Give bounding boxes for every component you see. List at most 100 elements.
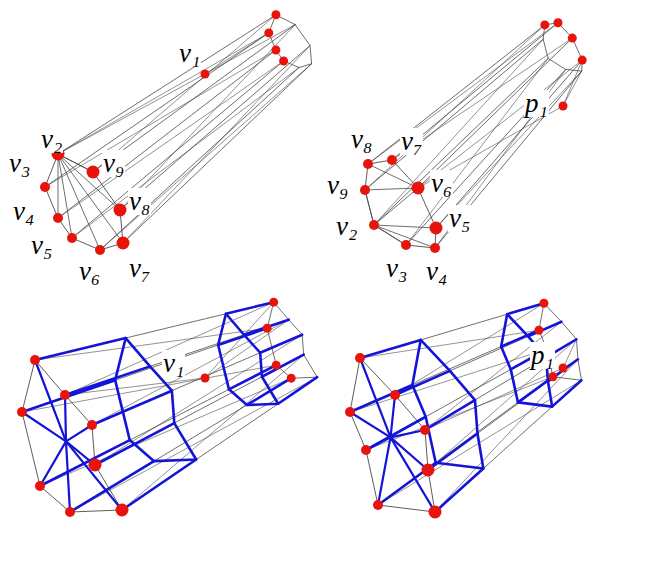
vertex-dot [412,182,425,195]
vertex-dot [95,245,105,255]
mesh-edge [205,302,274,378]
mesh-edge [22,328,267,412]
vertex-label: v₁ [178,40,201,67]
mesh-edge [205,33,269,74]
vertex-label: v₃ [385,255,408,282]
mesh-edge [435,359,578,512]
mesh-edge [120,25,295,210]
vertex-dot [117,237,130,250]
slice-line [528,322,561,337]
star-line [66,441,122,510]
vertex-dot [539,299,548,308]
mesh-edge [425,339,576,430]
star-line [66,441,70,512]
vertex-dot [272,361,281,370]
vertex-label: v₂ [335,213,358,240]
star-line [391,437,428,470]
vertex-dot [35,481,45,491]
vertex-dot [30,355,40,365]
mesh-edge [436,60,582,228]
star-line [391,395,395,437]
mesh-edge [374,225,436,228]
slice-line [395,371,450,395]
mesh-edge [100,68,299,250]
vertex-dot [271,45,280,54]
mesh-edge [425,368,563,430]
mesh-edge [435,69,566,248]
slice-line [350,385,412,412]
vertex-label: v₅ [448,205,471,232]
vertex-dot [559,102,568,111]
vertex-label: v₇ [400,128,423,155]
vertex-dot [390,390,400,400]
mesh-edge [368,25,545,164]
slice-line [229,365,276,389]
slice-line [244,320,289,335]
vertex-dot [264,28,273,37]
vertex-dot [363,159,373,169]
slice-line [122,460,196,510]
mesh-edge [95,335,302,465]
mesh-edge [374,58,548,225]
vertex-dot [401,240,411,250]
mesh-edge [435,380,581,512]
mesh-edge [392,38,572,160]
slice-line [262,355,304,377]
slice-line [425,400,475,430]
mesh-edge [406,58,548,245]
mesh-edge [374,188,418,225]
star-line [64,395,67,441]
vertex-label: v₈ [128,188,151,215]
mesh-edge [406,69,566,245]
mesh-edge [365,25,545,190]
mesh-edge [365,188,418,190]
mesh-edge [435,71,582,248]
mesh-edge [58,61,284,218]
slice-line [92,391,172,425]
vertex-dot [279,56,288,65]
mesh-edge [58,154,72,238]
vertex-dot [554,18,563,27]
slice-line [435,469,483,512]
vertex-dot [373,500,383,510]
star-line [35,360,66,441]
mesh-edge [123,64,312,243]
slice-line [226,302,274,314]
star-line [391,437,435,512]
mesh-edge [58,15,276,154]
vertex-label: v₅ [30,232,53,259]
vertex-label: v₉ [326,172,349,199]
vertex-dot [65,507,75,517]
vertex-dot [422,464,435,477]
mesh-edge [395,322,561,395]
mesh-edge [368,23,558,164]
vertex-label: p₁ [524,90,549,117]
vertex-dot [87,166,100,179]
vertex-dot [430,243,440,253]
mesh-edge [58,154,59,218]
vertex-dot [17,407,27,417]
mesh-edge [360,303,544,358]
vertex-dot [430,222,443,235]
mesh-edge [122,377,317,510]
mesh-edge [58,50,276,218]
vertex-label: v₁ [162,350,185,377]
slice-line [552,380,581,406]
vertex-label: v₄ [425,258,448,285]
mesh-edge [395,303,544,395]
vertex-dot [271,10,280,19]
far-ring [269,15,312,68]
star-line [22,412,66,441]
vertex-dot [360,185,370,195]
cylinder-mesh [360,18,587,253]
mesh-edge [65,320,289,395]
cylinder-mesh [17,298,317,517]
cylinder-mesh [345,299,581,519]
mesh-edge [368,164,418,188]
slice-ring [412,340,483,469]
vertex-label: v₉ [102,150,125,177]
mesh-edge [35,302,274,360]
mesh-edge [563,60,582,106]
mesh-edge [58,154,100,250]
